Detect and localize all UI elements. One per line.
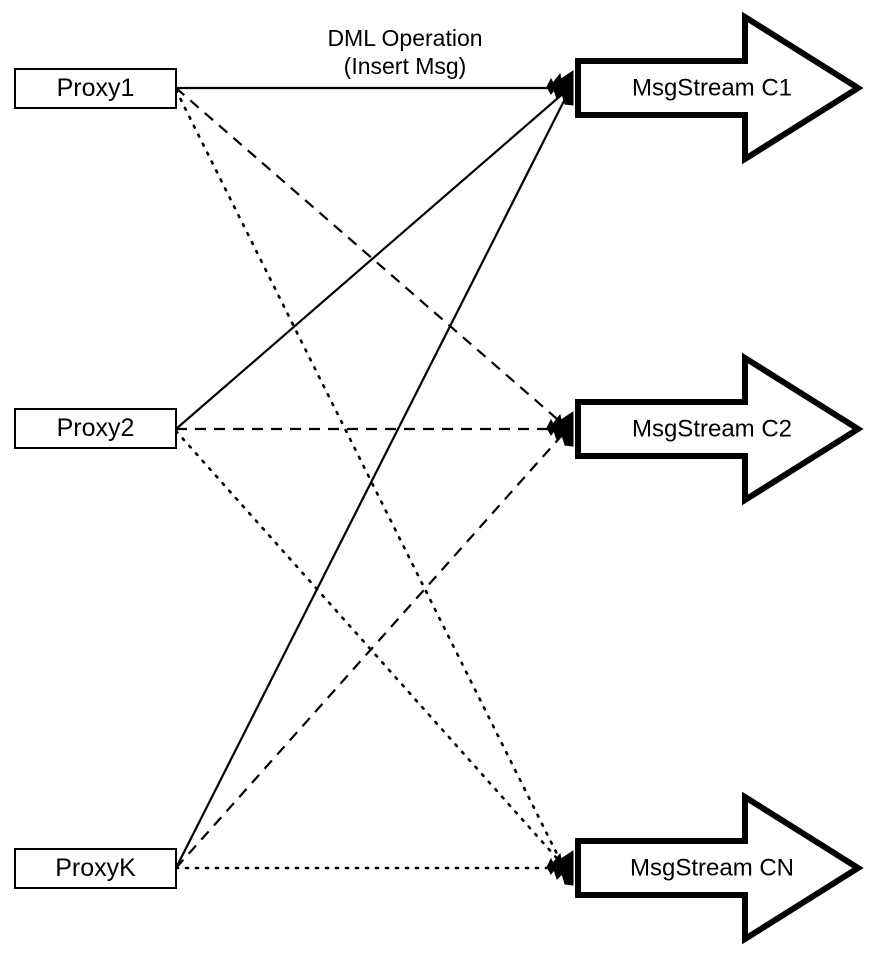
link-proxy2-to-msgstream-cn: [174, 429, 564, 866]
arrowhead-msgstream-c1-shape: [546, 70, 574, 106]
arrowhead-msgstream-c1: [546, 70, 574, 106]
proxy-node-proxyk[interactable]: ProxyK: [14, 848, 177, 889]
stream-node-msgstream-c1[interactable]: MsgStream C1: [575, 11, 864, 165]
proxy-node-proxy1[interactable]: Proxy1: [14, 68, 177, 109]
arrowhead-msgstream-c2: [546, 411, 574, 447]
link-layer: [174, 86, 569, 870]
link-proxy1-to-msgstream-cn: [174, 88, 564, 866]
msgstream-c1-label: MsgStream C1: [632, 74, 792, 101]
proxy1-box-inner-stroke: [16, 70, 175, 107]
msgstream-cn-arrow-shape[interactable]: [575, 791, 864, 945]
msgstream-c2-arrow-shape[interactable]: [575, 352, 864, 506]
dml-operation-annotation: DML Operation (Insert Msg): [327, 25, 482, 79]
proxyk-box-inner-stroke: [16, 850, 175, 887]
arrowhead-layer: [546, 70, 574, 886]
msgstream-c2-label: MsgStream C2: [632, 415, 792, 442]
arrowhead-msgstream-c2-shape: [546, 411, 574, 447]
stream-node-msgstream-cn[interactable]: MsgStream CN: [575, 791, 864, 945]
arrowhead-msgstream-cn-shape: [546, 850, 574, 886]
link-proxy1-to-msgstream-c2: [175, 87, 565, 426]
link-proxy2-to-msgstream-c1: [175, 90, 567, 430]
proxy2-label: Proxy2: [57, 414, 135, 442]
msgstream-c1-arrow-shape[interactable]: [575, 11, 864, 165]
proxy1-label: Proxy1: [57, 74, 135, 102]
proxy2-box-inner-stroke: [16, 410, 175, 447]
stream-node-msgstream-c2[interactable]: MsgStream C2: [575, 352, 864, 506]
dml-operation-label-line1: DML Operation: [327, 25, 482, 51]
arrowhead-msgstream-cn: [546, 850, 574, 886]
link-proxyk-to-msgstream-c2: [175, 432, 565, 869]
link-proxyk-to-msgstream-c1: [175, 92, 569, 869]
msgstream-cn-label: MsgStream CN: [630, 854, 794, 881]
proxyk-box[interactable]: [14, 848, 177, 889]
proxy1-box[interactable]: [14, 68, 177, 109]
proxyk-label: ProxyK: [55, 854, 136, 882]
dml-operation-label-line2: (Insert Msg): [344, 53, 467, 79]
proxy-node-proxy2[interactable]: Proxy2: [14, 408, 177, 449]
proxy2-box[interactable]: [14, 408, 177, 449]
